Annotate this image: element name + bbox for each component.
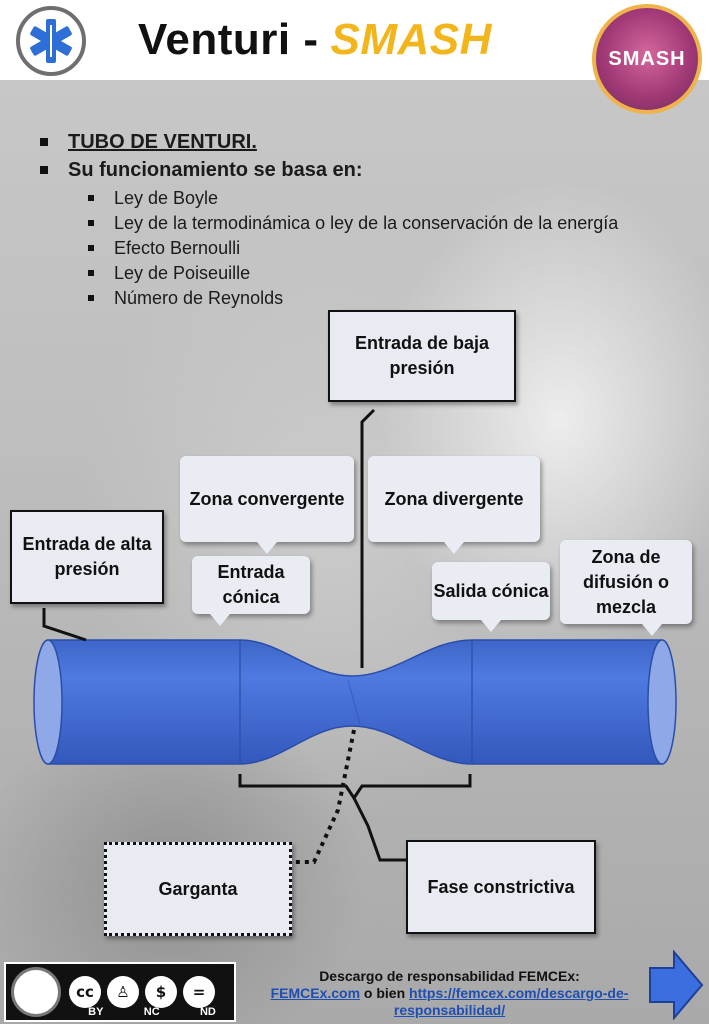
label-entrada-baja-presion: Entrada de baja presión: [328, 310, 516, 402]
license-by: BY: [88, 1006, 104, 1018]
sub-bullet-item: Ley de la termodinámica o ley de la cons…: [88, 211, 644, 236]
sub-bullet-list: Ley de Boyle Ley de la termodinámica o l…: [88, 186, 660, 311]
throat-seam: [347, 679, 361, 725]
link-disclaimer[interactable]: https://femcex.com/descargo-de-responsab…: [393, 985, 629, 1018]
disclaimer: Descargo de responsabilidad FEMCEx: FEMC…: [252, 968, 647, 1019]
bullet-intro: Su funcionamiento se basa en:: [40, 156, 660, 184]
star-of-life-icon: [30, 19, 72, 63]
connector-baja-presion: [360, 408, 376, 668]
cc-license-badge[interactable]: cc ♙ $ = BY NC ND: [4, 962, 236, 1022]
callout-zona-convergente: Zona convergente: [180, 456, 354, 554]
sub-bullet-item: Número de Reynolds: [88, 286, 644, 311]
connector-alta-presion: [42, 608, 87, 642]
venturi-tube: [47, 639, 663, 765]
title-accent: SMASH: [330, 15, 492, 64]
title-main: Venturi -: [138, 15, 319, 64]
femcex-logo: [16, 6, 86, 76]
link-connector: o bien: [363, 985, 406, 1001]
license-icons: cc ♙ $ =: [69, 976, 215, 1008]
sub-bullet-item: Efecto Bernoulli: [88, 236, 644, 261]
header-bar: Venturi -SMASH SMASH: [0, 0, 709, 114]
person-icon: ♙: [107, 976, 139, 1008]
callout-zona-difusion: Zona de difusión o mezcla: [560, 540, 692, 636]
callout-salida-conica: Salida cónica: [432, 562, 550, 632]
label-fase-constrictiva: Fase constrictiva: [406, 840, 596, 934]
license-nd: ND: [199, 1006, 216, 1018]
femcex-footer-logo: [11, 967, 61, 1017]
sub-bullet-item: Ley de Boyle: [88, 186, 644, 211]
constriction-bracket: [238, 774, 472, 801]
no-dollar-icon: $: [145, 976, 177, 1008]
bullet-list: TUBO DE VENTURI. Su funcionamiento se ba…: [40, 128, 660, 311]
label-garganta: Garganta: [104, 842, 292, 936]
connector-fase: [352, 797, 406, 862]
tube-inlet-end: [33, 639, 63, 765]
license-nc: NC: [143, 1006, 160, 1018]
page-title: Venturi -SMASH: [138, 12, 492, 72]
callout-zona-divergente: Zona divergente: [368, 456, 540, 554]
smash-logo: SMASH: [592, 4, 702, 114]
equals-icon: =: [183, 976, 215, 1008]
next-arrow-icon[interactable]: [648, 950, 704, 1020]
callout-entrada-conica: Entrada cónica: [192, 556, 310, 626]
footer: cc ♙ $ = BY NC ND Descargo de responsabi…: [0, 958, 709, 1024]
bullet-heading: TUBO DE VENTURI.: [40, 128, 660, 156]
sub-bullet-item: Ley de Poiseuille: [88, 261, 644, 286]
link-femcex[interactable]: FEMCEx.com: [270, 985, 361, 1001]
connector-garganta: [292, 729, 356, 864]
license-labels: BY NC ND: [68, 1006, 236, 1018]
disclaimer-title: Descargo de responsabilidad FEMCEx:: [319, 968, 580, 984]
label-entrada-alta-presion: Entrada de alta presión: [10, 510, 164, 604]
smash-logo-text: SMASH: [608, 47, 686, 70]
tube-outlet-end: [647, 639, 677, 765]
cc-icon: cc: [69, 976, 101, 1008]
